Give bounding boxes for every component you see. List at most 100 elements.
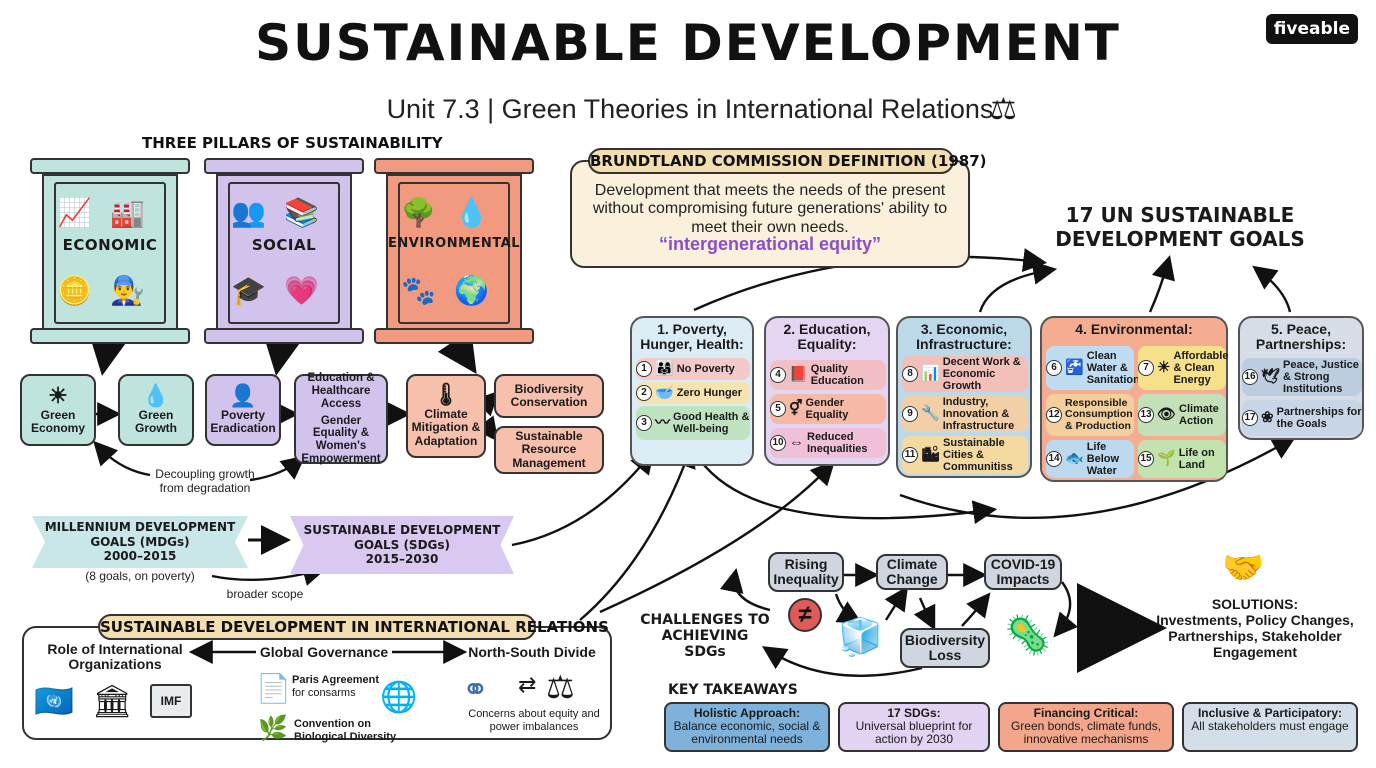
poverty-eradication-label: Poverty Eradication xyxy=(210,407,276,435)
challenge-covid-19: COVID-19 Impacts xyxy=(984,554,1062,590)
virus-icon: 🦠 xyxy=(1004,615,1052,657)
pillar-label-economic: ECONOMIC xyxy=(62,236,158,254)
goal-group-4-title: 4. Environmental: xyxy=(1075,321,1193,337)
paris-agreement-block: Paris Agreement for consarms xyxy=(292,674,392,699)
challenge-rising-inequality: Rising Inequality xyxy=(768,552,844,592)
cbd-label: Convention on Biological Diversity xyxy=(294,718,397,743)
goal-3: 3〰Good Health & Well-being xyxy=(636,406,750,440)
book-icon: 📕 xyxy=(789,365,808,383)
plant-icon: 🌱 xyxy=(1157,449,1176,467)
animals-icon: 🐾 xyxy=(401,275,454,306)
key-takeaways-heading: KEY TAKEAWAYS xyxy=(668,682,798,698)
goal-group-economic-infrastructure: 3. Economic, Infrastructure: 8📊Decent Wo… xyxy=(896,316,1032,478)
goal-group-poverty-hunger-health: 1. Poverty, Hunger, Health: 1👨‍👩‍👧No Pov… xyxy=(630,316,754,466)
goal-group-environmental: 4. Environmental: 6🚰Clean Water & Sanita… xyxy=(1040,316,1228,482)
arrows-icon: ⇔ xyxy=(789,433,804,451)
climate-mitigation-label: Climate Mitigation & Adaptation xyxy=(411,406,481,448)
mdg-banner: MILLENNIUM DEVELOPMENT GOALS (MDGs) 2000… xyxy=(32,516,248,568)
people-icon: 👥 xyxy=(231,197,284,228)
green-economy-box: ☀ Green Economy xyxy=(20,374,96,446)
books-icon: 📚 xyxy=(284,197,337,228)
goal-group-peace-partnerships: 5. Peace, Partnerships: 16🕊Peace, Justic… xyxy=(1238,316,1364,440)
pillar-environmental: 🌳💧 ENVIRONMENTAL 🐾🌍 xyxy=(374,158,534,348)
goal-10: 10⇔Reduced Inequalities xyxy=(770,428,886,458)
graduation-cap-icon: 🎓 xyxy=(231,275,284,306)
heart-hands-icon: 💗 xyxy=(284,275,337,306)
leaf-icon: 🌿 xyxy=(258,715,288,742)
not-equal-icon: ≠ xyxy=(788,598,822,632)
goal-9: 9🔧Industry, Innovation & Infrastructure xyxy=(902,396,1028,432)
iceberg-icon: 🧊 xyxy=(838,616,883,657)
pillar-social: 👥📚 SOCIAL 🎓💗 xyxy=(204,158,364,348)
goal-17: 17❀Partnerships for the Goals xyxy=(1242,400,1362,436)
globe-icon: 🌍 xyxy=(454,275,507,306)
tree-icon: 🌳 xyxy=(401,197,454,228)
fiveable-logo[interactable]: fiveable xyxy=(1265,14,1358,44)
growth-chart-icon: 📈 xyxy=(57,197,110,228)
green-growth-label: Green Growth xyxy=(135,407,177,435)
pillars-heading: THREE PILLARS OF SUSTAINABILITY xyxy=(142,134,443,152)
green-economy-label: Green Economy xyxy=(30,407,85,435)
factory-icon: 🏭 xyxy=(110,197,163,228)
goal-group-2-title: 2. Education, Equality: xyxy=(783,321,871,352)
un-icon: 🇺🇳 xyxy=(34,683,74,719)
fish-icon: 🐟 xyxy=(1065,449,1084,467)
ir-global-governance: Global Governance xyxy=(259,644,389,660)
climate-mitigation-box: 🌡 Climate Mitigation & Adaptation xyxy=(406,374,486,458)
sun-wind-icon: ☀ xyxy=(48,382,68,408)
goal-group-5-title: 5. Peace, Partnerships: xyxy=(1255,321,1347,352)
takeaway-inclusive: Inclusive & Participatory:All stakeholde… xyxy=(1182,702,1358,752)
takeaway-holistic: Holistic Approach:Balance economic, soci… xyxy=(664,702,830,752)
pillar-label-environmental: ENVIRONMENTAL xyxy=(388,236,520,251)
challenge-climate-change: Climate Change xyxy=(876,554,948,590)
bar-chart-icon: 📊 xyxy=(921,364,940,382)
goal-13: 13👁Climate Action xyxy=(1138,394,1226,436)
broader-scope-note: broader scope xyxy=(226,587,304,601)
venn-circles-icon: ⚭ xyxy=(462,671,489,707)
sdg-banner-years: 2015–2030 xyxy=(365,552,439,567)
takeaway-financing: Financing Critical:Green bonds, climate … xyxy=(998,702,1174,752)
gender-icon: ⚥ xyxy=(789,399,803,417)
page-title: SUSTAINABLE DEVELOPMENT xyxy=(255,14,1121,72)
balance-icon: ⚖ xyxy=(990,93,1017,126)
goal-5: 5⚥Gender Equality xyxy=(770,394,886,424)
worker-icon: 👨‍🔧 xyxy=(110,275,163,306)
solutions-heading: SOLUTIONS: xyxy=(1211,596,1299,612)
coins-icon: 🪙 xyxy=(57,275,110,306)
goal-1: 1👨‍👩‍👧No Poverty xyxy=(636,358,750,380)
sun-icon: ☀ xyxy=(1157,358,1171,376)
goal-14: 14🐟Life Below Water xyxy=(1046,440,1134,478)
equity-concerns-note: Concerns about equity and power imbalanc… xyxy=(468,708,600,733)
ir-north-south-divide: North-South Divide xyxy=(468,644,596,660)
exchange-arrows-icon: ⇄ xyxy=(518,672,537,697)
gender-equality-label: Gender Equality & Women's Empowerment xyxy=(301,414,381,466)
goal-8: 8📊Decent Work & Economic Growth xyxy=(902,356,1028,392)
thermometer-icon: 🌡 xyxy=(432,381,460,407)
goal-2: 2🥣Zero Hunger xyxy=(636,382,750,404)
person-coin-icon: 👤 xyxy=(229,382,257,408)
brundtland-definition: Development that meets the needs of the … xyxy=(592,182,948,236)
goal-7: 7☀Affordable & Clean Energy xyxy=(1138,346,1228,390)
goal-11: 11🏙Sustainable Cities & Communitiss xyxy=(902,436,1028,474)
poverty-eradication-box: 👤 Poverty Eradication xyxy=(205,374,281,446)
ir-role-organizations: Role of International Organizations xyxy=(47,641,183,673)
education-healthcare-label: Education & Healthcare Access xyxy=(307,371,375,410)
document-icon: 📄 xyxy=(256,673,291,704)
goal-15: 15🌱Life on Land xyxy=(1138,440,1226,478)
intergenerational-equity-quote: “intergenerational equity” xyxy=(658,234,882,254)
mdg-years: 2000–2015 xyxy=(103,549,177,564)
ir-heading: SUSTAINABLE DEVELOPMENT IN INTERNATIONAL… xyxy=(98,614,609,640)
sdg-banner: SUSTAINABLE DEVELOPMENT GOALS (SDGs) 201… xyxy=(290,516,514,574)
goal-group-3-title: 3. Economic, Infrastructure: xyxy=(916,321,1012,352)
education-gender-box: Education & Healthcare Access Gender Equ… xyxy=(294,371,388,466)
family-icon: 👨‍👩‍👧 xyxy=(655,359,674,377)
paris-agreement-label: Paris Agreement xyxy=(292,674,380,686)
sustainable-resource-box: Sustainable Resource Management xyxy=(494,426,604,474)
flower-icon: ❀ xyxy=(1261,408,1274,426)
sustainable-resource-label: Sustainable Resource Management xyxy=(512,428,586,470)
wrench-icon: 🔧 xyxy=(921,404,940,422)
eye-globe-icon: 👁 xyxy=(1157,405,1177,423)
goal-16: 16🕊Peace, Justice & Strong Institutions xyxy=(1242,358,1362,396)
